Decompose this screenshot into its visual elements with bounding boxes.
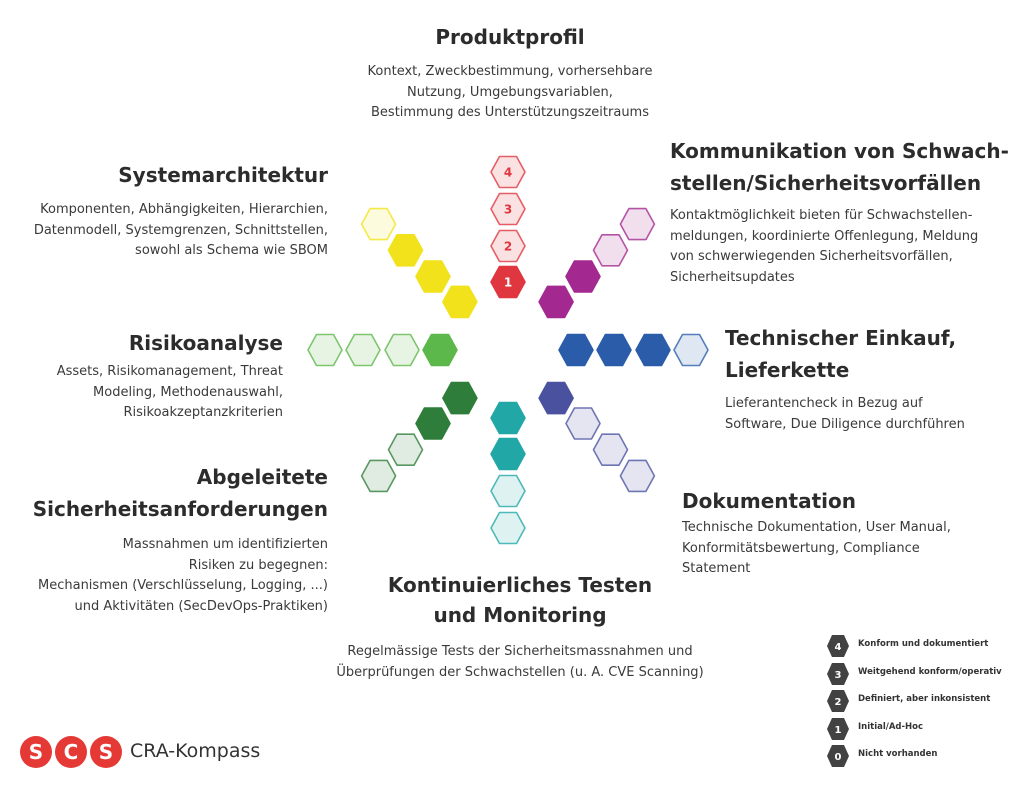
hexagon-level-label: 2: [504, 240, 512, 254]
hexagon-einkauf-level-4: [673, 333, 709, 367]
section-description: Lieferantencheck in Bezug auf Software, …: [725, 396, 965, 432]
section-description: Assets, Risikomanagement, Threat Modelin…: [56, 364, 283, 420]
hexagon-produktprofil-level-2: 2: [490, 229, 526, 263]
legend-item-3: 3 Weitgehend konform/operativ: [826, 662, 1016, 686]
section-einkauf: Technischer Einkauf, Lieferkette Liefera…: [725, 322, 1015, 435]
hexagon-risikoanalyse-level-3: [345, 333, 381, 367]
section-dokumentation: Dokumentation Technische Dokumentation, …: [682, 486, 1012, 580]
logo-letter: C: [55, 736, 87, 768]
logo-letter: S: [90, 736, 122, 768]
section-systemarchitektur: Systemarchitektur Komponenten, Abhängigk…: [20, 160, 328, 262]
legend-number: 3: [835, 670, 842, 681]
section-description: Massnahmen um identifizierten Risiken zu…: [38, 537, 328, 614]
section-anforderungen: Abgeleitete Sicherheitsanforderungen Mas…: [20, 461, 328, 617]
hexagon-kommunikation-level-2: [565, 260, 601, 293]
hexagon-produktprofil-level-3: 3: [490, 192, 526, 226]
section-risikoanalyse: Risikoanalyse Assets, Risikomanagement, …: [20, 328, 283, 424]
hexagon-icon: 3: [827, 663, 849, 685]
legend-label: Konform und dokumentiert: [858, 639, 989, 649]
hexagon-dokumentation-level-2: [565, 407, 601, 440]
hexagon-systemarchitektur-level-2: [415, 260, 451, 293]
legend-number: 4: [835, 642, 842, 653]
hexagon-systemarchitektur-level-3: [387, 234, 424, 267]
hexagon-testen-level-4: [490, 511, 526, 545]
hexagon-anforderungen-level-1: [442, 381, 478, 415]
hexagon-dokumentation-level-4: [619, 459, 656, 493]
legend-label: Initial/Ad-Hoc: [858, 722, 924, 732]
section-title: Abgeleitete Sicherheitsanforderungen: [32, 465, 328, 521]
section-description: Kontaktmöglichkeit bieten für Schwachste…: [670, 208, 979, 285]
hexagon-produktprofil-level-1: 1: [490, 265, 526, 299]
legend-label: Definiert, aber inkonsistent: [858, 694, 991, 704]
section-title: Systemarchitektur: [118, 163, 328, 187]
section-description: Technische Dokumentation, User Manual, K…: [682, 520, 951, 576]
hexagon-icon: 4: [827, 635, 849, 657]
hexagon-testen-level-2: [490, 437, 526, 471]
hexagon-einkauf-level-3: [635, 333, 671, 367]
section-title: Dokumentation: [682, 489, 856, 513]
hexagon-risikoanalyse-level-2: [384, 333, 420, 367]
hexagon-level-label: 3: [504, 203, 512, 217]
section-testen: Kontinuierliches Testen und Monitoring R…: [320, 570, 720, 683]
hexagon-testen-level-1: [490, 401, 526, 435]
section-description: Komponenten, Abhängigkeiten, Hierarchien…: [33, 202, 328, 258]
section-produktprofil: Produktprofil Kontext, Zweckbestimmung, …: [330, 22, 690, 124]
section-description: Regelmässige Tests der Sicherheitsmassna…: [336, 644, 704, 680]
section-kommunikation: Kommunikation von Schwach- stellen/Siche…: [670, 135, 1015, 288]
hexagon-einkauf-level-2: [596, 333, 632, 367]
hexagon-anforderungen-level-3: [387, 433, 424, 467]
legend-number: 0: [835, 752, 842, 763]
section-title: Technischer Einkauf, Lieferkette: [725, 326, 957, 382]
hexagon-kommunikation-level-1: [538, 285, 574, 319]
hexagon-systemarchitektur-level-4: [360, 207, 397, 241]
section-title: Kontinuierliches Testen und Monitoring: [387, 573, 653, 627]
hexagon-level-label: 1: [504, 276, 512, 290]
section-title: Risikoanalyse: [128, 331, 283, 355]
section-description: Kontext, Zweckbestimmung, vorhersehbare …: [367, 64, 653, 120]
hexagon-anforderungen-level-2: [415, 407, 451, 440]
logo-letter: S: [20, 736, 52, 768]
hexagon-kommunikation-level-3: [592, 234, 629, 267]
legend-item-0: 0 Nicht vorhanden: [826, 744, 1016, 768]
hexagon-risikoanalyse-level-4: [307, 333, 343, 367]
legend-item-1: 1 Initial/Ad-Hoc: [826, 717, 1016, 741]
legend-number: 2: [835, 697, 842, 708]
hexagon-icon: 0: [827, 745, 849, 767]
legend-item-2: 2 Definiert, aber inkonsistent: [826, 689, 1016, 713]
section-title: Kommunikation von Schwach- stellen/Siche…: [670, 139, 1009, 195]
legend-number: 1: [835, 725, 842, 736]
hexagon-level-label: 4: [504, 166, 512, 180]
hexagon-testen-level-3: [490, 474, 526, 508]
legend-label: Nicht vorhanden: [858, 749, 938, 759]
hexagon-icon: 2: [827, 690, 849, 712]
section-title: Produktprofil: [435, 25, 585, 49]
hexagon-anforderungen-level-4: [360, 459, 397, 493]
hexagon-einkauf-level-1: [558, 333, 594, 367]
legend-item-4: 4 Konform und dokumentiert: [826, 634, 1016, 658]
hexagon-dokumentation-level-1: [538, 381, 574, 415]
hexagon-produktprofil-level-4: 4: [490, 155, 526, 189]
brand-title: CRA-Kompass: [130, 740, 261, 762]
legend-label: Weitgehend konform/operativ: [858, 667, 1002, 677]
hexagon-risikoanalyse-level-1: [422, 333, 458, 367]
hexagon-systemarchitektur-level-1: [442, 285, 478, 319]
hexagon-dokumentation-level-3: [592, 433, 629, 467]
hexagon-kommunikation-level-4: [619, 207, 656, 241]
hexagon-icon: 1: [827, 718, 849, 740]
